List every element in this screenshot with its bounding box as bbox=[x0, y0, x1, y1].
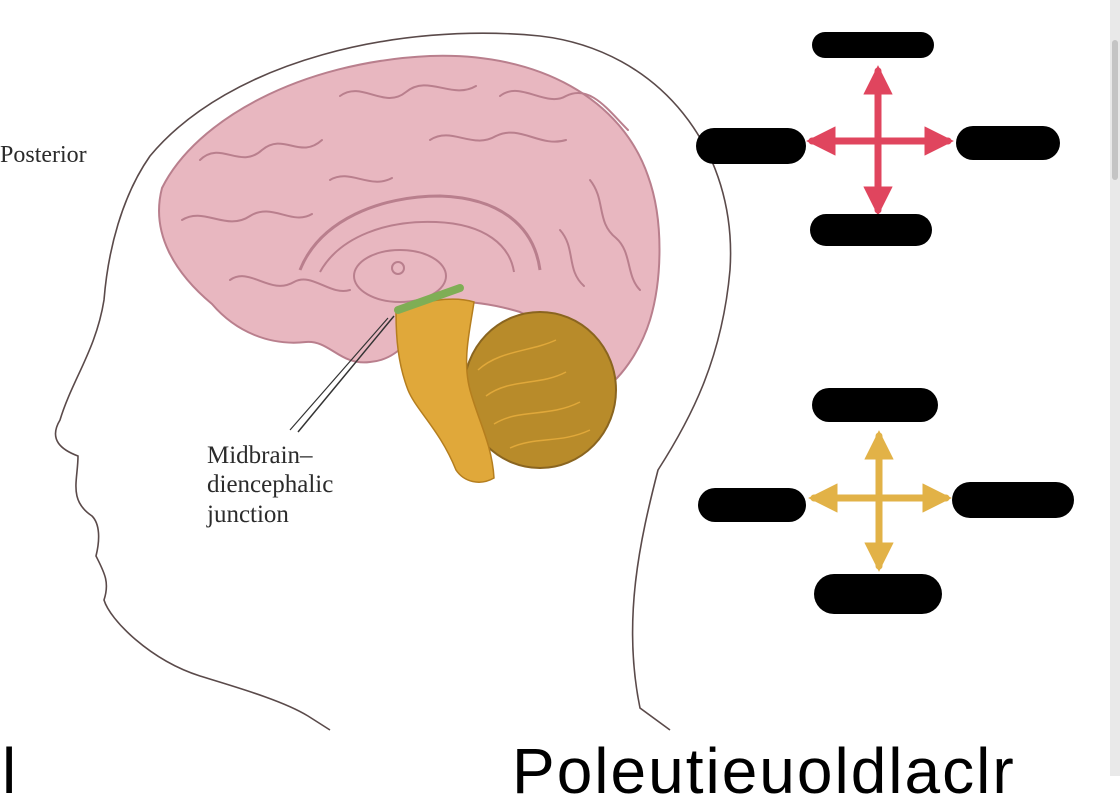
junction-label-line-3: junction bbox=[207, 500, 333, 529]
junction-label-line-2: diencephalic bbox=[207, 470, 333, 499]
junction-label: Midbrain– diencephalic junction bbox=[207, 441, 333, 529]
bottom-cropped-text: l Poleutieuoldlaclr bbox=[0, 734, 1110, 794]
bottom-text-right: Poleutieuoldlaclr bbox=[512, 734, 1016, 794]
posterior-label: Posterior bbox=[0, 142, 87, 169]
four-way-arrow-icon-gold bbox=[814, 436, 946, 566]
scrollbar[interactable] bbox=[1110, 0, 1120, 776]
scrollbar-thumb[interactable] bbox=[1112, 40, 1118, 180]
brain-diagram bbox=[0, 0, 1120, 776]
bottom-text-left: l bbox=[2, 734, 16, 794]
junction-label-line-1: Midbrain– bbox=[207, 441, 333, 470]
four-way-arrow-icon-red bbox=[812, 71, 948, 210]
